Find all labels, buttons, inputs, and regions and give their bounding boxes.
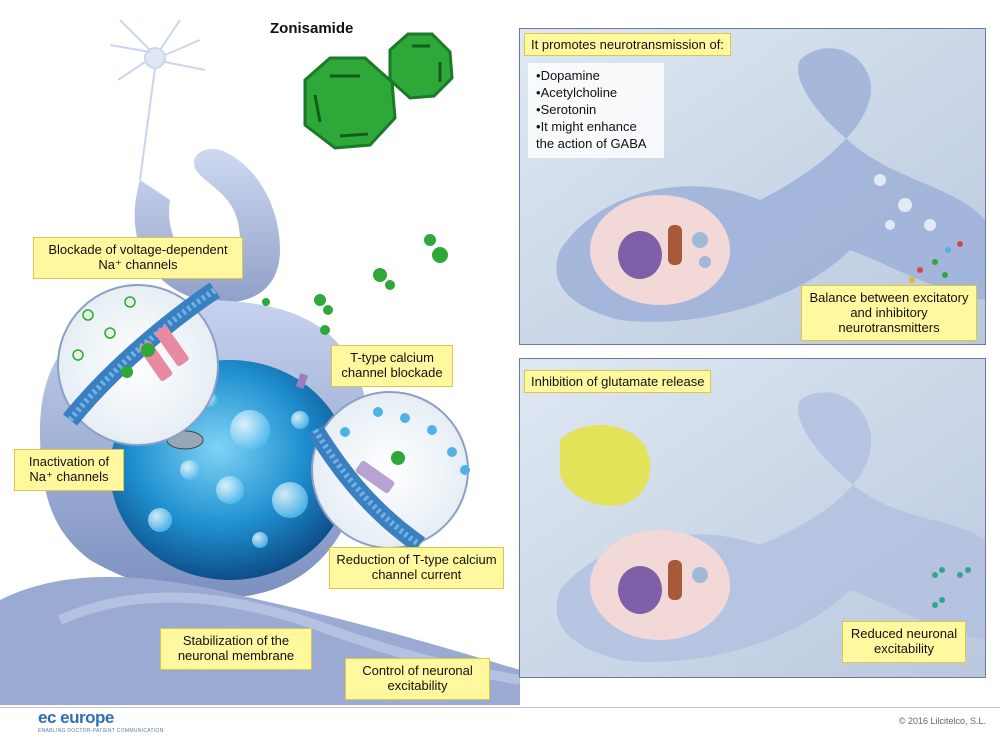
label-na-blockade: Blockade of voltage-dependent Na⁺ channe…: [33, 237, 243, 279]
label-ttype-blockade: T-type calcium channel blockade: [331, 345, 453, 387]
footer-divider: [0, 707, 1000, 708]
neuron-sketch-icon: [109, 19, 206, 181]
panel-neurotransmission: It promotes neurotransmission of: Dopami…: [519, 28, 986, 345]
label-na-inactivation: Inactivation of Na⁺ channels: [14, 449, 124, 491]
list-item: Dopamine: [536, 67, 656, 84]
panel-top-header: It promotes neurotransmission of:: [524, 33, 731, 56]
zonisamide-molecule-icon: [303, 32, 454, 150]
label-balance-neurotransmitters: Balance between excitatory and inhibitor…: [801, 285, 977, 341]
label-control-excitability: Control of neuronal excitability: [345, 658, 490, 700]
copyright-text: © 2016 Lilcitelco, S.L.: [898, 716, 986, 726]
list-item: It might enhance the action of GABA: [536, 118, 656, 152]
label-reduced-excitability: Reduced neuronal excitability: [842, 621, 966, 663]
panel-bottom-header: Inhibition of glutamate release: [524, 370, 712, 393]
calcium-channel-zoom: [295, 373, 470, 553]
diagram-title: Zonisamide: [270, 20, 354, 37]
label-stabilization: Stabilization of the neuronal membrane: [160, 628, 312, 670]
list-item: Serotonin: [536, 101, 656, 118]
sodium-channel-zoom: [57, 282, 220, 446]
panel-glutamate: Inhibition of glutamate release Reduced …: [519, 358, 986, 678]
ec-europe-logo: ec europe: [38, 708, 114, 727]
neurotransmitter-list: Dopamine Acetylcholine Serotonin It migh…: [528, 63, 664, 158]
list-item: Acetylcholine: [536, 84, 656, 101]
label-ttype-reduction: Reduction of T-type calcium channel curr…: [329, 547, 504, 589]
drug-particles: [262, 234, 448, 335]
logo-tagline: ENABLING DOCTOR-PATIENT COMMUNICATION: [38, 728, 164, 734]
